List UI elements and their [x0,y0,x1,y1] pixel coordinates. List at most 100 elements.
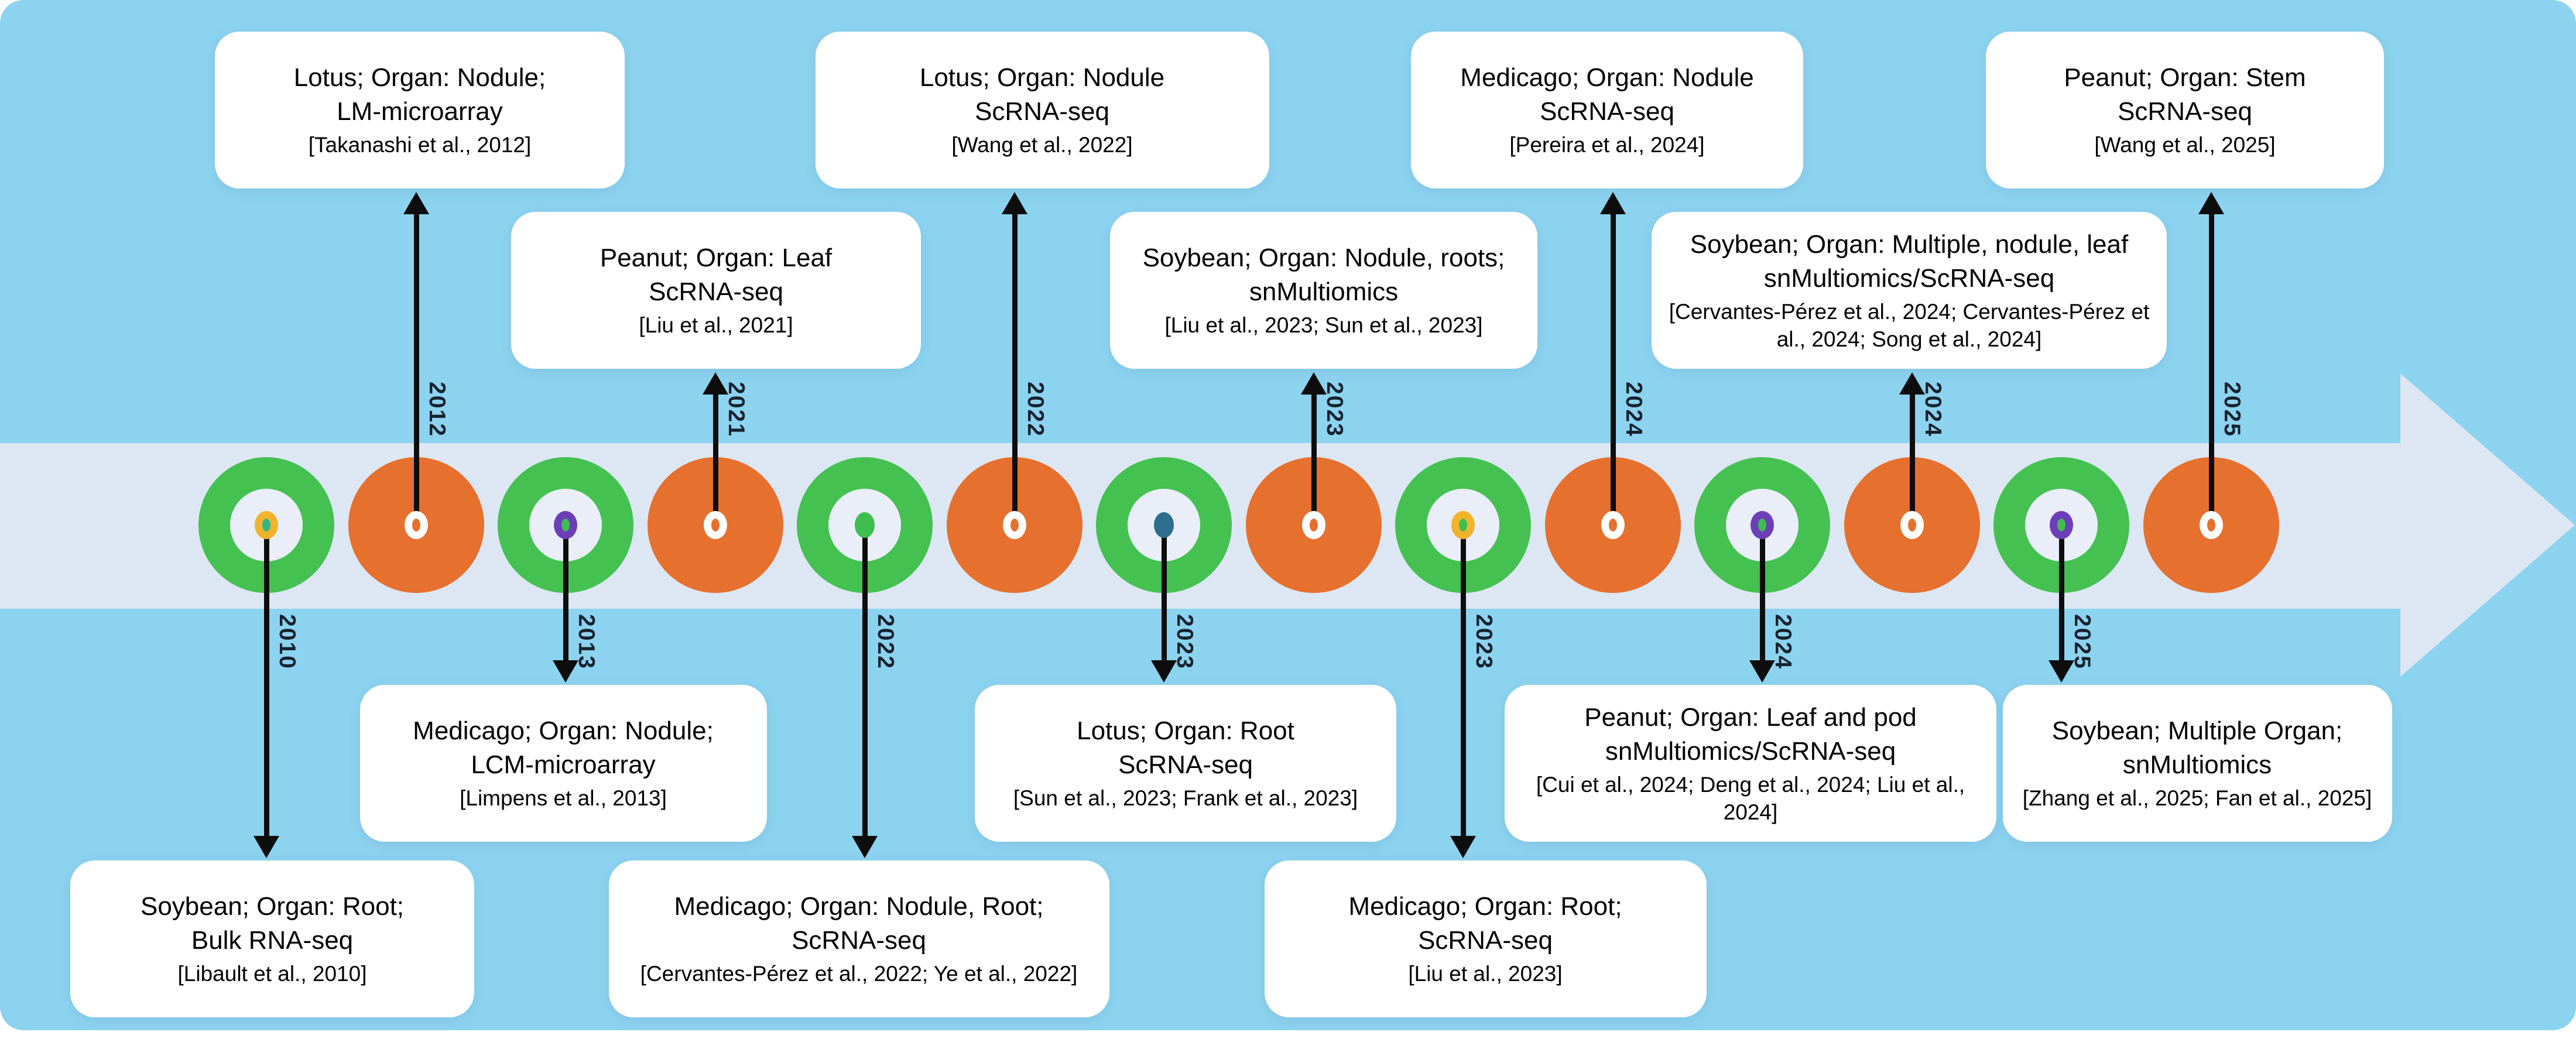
event-species-organ: Soybean; Multiple Organ; [2051,716,2343,746]
event-method: LM-microarray [337,97,503,126]
year-label: 2025 [2070,614,2095,670]
event-citation: [Takanashi et al., 2012] [308,133,532,157]
marker-center-dot [855,512,875,538]
connector-line [862,525,868,837]
event-species-organ: Medicago; Organ: Nodule, Root; [674,892,1044,921]
event-card: Medicago; Organ: Nodule; LCM-microarray [L… [359,685,767,842]
marker-center-dot [1451,511,1475,539]
marker-center-dot [255,511,278,539]
connector-line [1910,392,1915,525]
event-method: ScRNA-seq [975,97,1109,126]
event-method: snMultiomics [2122,750,2272,780]
event-method: Bulk RNA-seq [191,926,354,955]
event-species-organ: Medicago; Organ: Root; [1348,892,1622,921]
event-card: Peanut; Organ: Leaf and pod snMultiomics/… [1505,685,1996,842]
connector-line [1461,525,1466,837]
connector-line [563,525,568,661]
year-label: 2023 [1172,614,1197,670]
event-method: ScRNA-seq [649,277,783,307]
event-citation: [Cervantes-Pérez et al., 2022; Ye et al.… [640,962,1078,986]
event-method: ScRNA-seq [1540,97,1674,126]
marker-center-dot [1154,512,1174,538]
connector-arrowhead-icon [2198,192,2224,214]
event-card: Medicago; Organ: Nodule, Root;ScRNA-seq[… [608,860,1109,1017]
event-method: ScRNA-seq [2118,97,2252,126]
connector-arrowhead-icon [403,192,429,214]
event-species-organ: Lotus; Organ: Nodule; [293,63,546,92]
year-label: 2012 [424,382,450,437]
event-card: Lotus; Organ: Nodule; LM-microarray [Takan… [215,32,625,188]
connector-arrowhead-icon [1301,372,1327,395]
year-label: 2023 [1471,614,1496,670]
event-species-organ: Soybean; Organ: Root; [140,892,405,921]
connector-arrowhead-icon [553,660,578,683]
connector-arrowhead-icon [1151,660,1177,683]
event-method: snMultiomics/ScRNA-seq [1605,736,1896,766]
event-card: Soybean; Organ: Nodule, roots;snMultiomi… [1110,212,1537,369]
connector-arrowhead-icon [2049,660,2074,683]
event-citation: [Libault et al., 2010] [177,962,367,986]
connector-arrowhead-icon [1899,372,1925,395]
marker-center-dot [1751,511,1774,539]
event-citation: [Wang et al., 2022] [951,133,1133,157]
year-label: 2024 [1920,382,1945,437]
year-label: 2024 [1621,382,1646,437]
event-method: snMultiomics/ScRNA-seq [1763,263,2055,293]
event-species-organ: Lotus; Organ: Root [1077,716,1294,746]
event-citation: [Sun et al., 2023; Frank et al., 2023] [1013,786,1358,811]
event-citation: [Zhang et al., 2025; Fan et al., 2025] [2022,786,2372,811]
event-citation: [Cervantes-Pérez et al., 2024; Cervantes… [1669,299,2150,351]
year-label: 2022 [1023,382,1048,437]
connector-line [713,392,718,525]
connector-line [1012,212,1018,525]
marker-center-dot [2050,511,2073,539]
marker-center-dot [2200,511,2223,539]
event-card: Medicago; Organ: Root;ScRNA-seq[Liu et a… [1264,860,1707,1017]
event-species-organ: Peanut; Organ: Leaf [600,244,833,273]
event-citation: [Wang et al., 2025] [2094,133,2276,157]
connector-line [414,212,419,525]
connector-arrowhead-icon [1002,192,1027,214]
year-label: 2025 [2219,382,2245,437]
connector-arrowhead-icon [1749,660,1775,683]
marker-center-dot [1003,511,1026,539]
event-citation: [Limpens et al., 2013] [460,786,667,811]
year-label: 2024 [1770,614,1796,670]
connector-arrowhead-icon [1600,192,1626,214]
year-label: 2022 [873,614,898,670]
event-species-organ: Peanut; Organ: Leaf and pod [1584,702,1917,732]
year-label: 2021 [724,382,749,437]
event-method: ScRNA-seq [1418,926,1553,955]
connector-line [1162,525,1167,661]
year-label: 2010 [275,614,300,670]
event-citation: [Liu et al., 2023; Sun et al., 2023] [1164,313,1483,338]
marker-center-dot [1900,511,1924,539]
connector-line [1611,212,1616,525]
connector-arrowhead-icon [852,836,878,858]
event-citation: [Cui et al., 2024; Deng et al., 2024; Li… [1536,772,1965,824]
connector-line [2209,212,2214,525]
connector-arrowhead-icon [254,836,279,858]
marker-center-dot [1601,511,1625,539]
connector-arrowhead-icon [1450,836,1476,858]
marker-center-dot [704,511,727,539]
connector-arrowhead-icon [703,372,728,395]
connector-line [2059,525,2064,661]
event-method: ScRNA-seq [1118,750,1253,780]
event-species-organ: Peanut; Organ: Stem [2064,63,2306,92]
event-method: LCM-microarray [471,750,656,780]
event-species-organ: Medicago; Organ: Nodule; [413,716,714,746]
event-method: snMultiomics [1249,277,1399,307]
event-citation: [Pereira et al., 2024] [1509,133,1705,157]
marker-center-dot [1302,511,1325,539]
event-citation: [Liu et al., 2021] [639,313,793,338]
event-card: Soybean; Multiple Organ; snMultiomics [Zha… [2002,685,2392,842]
connector-line [1760,525,1765,661]
